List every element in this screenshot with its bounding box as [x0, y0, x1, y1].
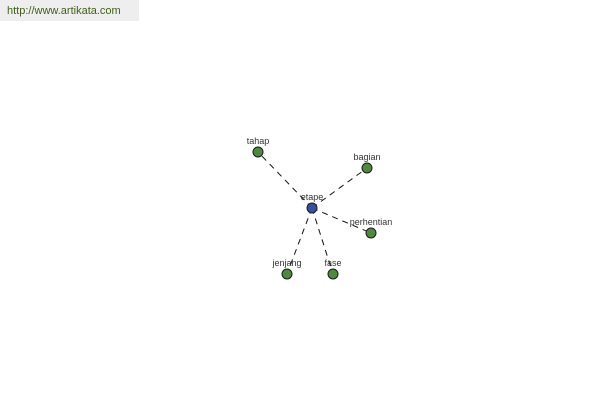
graph-edges — [257, 151, 372, 275]
source-url-banner[interactable]: http://www.artikata.com — [0, 0, 139, 21]
edge-etape-fase — [311, 207, 334, 275]
center-node-label: etape — [301, 192, 324, 202]
center-node[interactable] — [306, 202, 318, 214]
leaf-node-label-bagian: bagian — [353, 152, 380, 162]
graph-nodes: etape tahap bagian perhentian fase jenja… — [247, 136, 393, 280]
leaf-node-jenjang[interactable] — [281, 268, 293, 280]
edge-etape-bagian — [311, 167, 368, 209]
leaf-node-perhentian[interactable] — [365, 227, 377, 239]
edge-etape-jenjang — [286, 207, 313, 275]
leaf-node-tahap[interactable] — [252, 146, 264, 158]
source-url-text[interactable]: http://www.artikata.com — [7, 5, 121, 17]
leaf-node-label-jenjang: jenjang — [271, 258, 301, 268]
leaf-node-label-fase: fase — [324, 258, 341, 268]
leaf-node-fase[interactable] — [327, 268, 339, 280]
leaf-node-label-tahap: tahap — [247, 136, 270, 146]
edge-etape-tahap — [257, 151, 313, 209]
leaf-node-label-perhentian: perhentian — [350, 217, 393, 227]
leaf-node-bagian[interactable] — [361, 162, 373, 174]
